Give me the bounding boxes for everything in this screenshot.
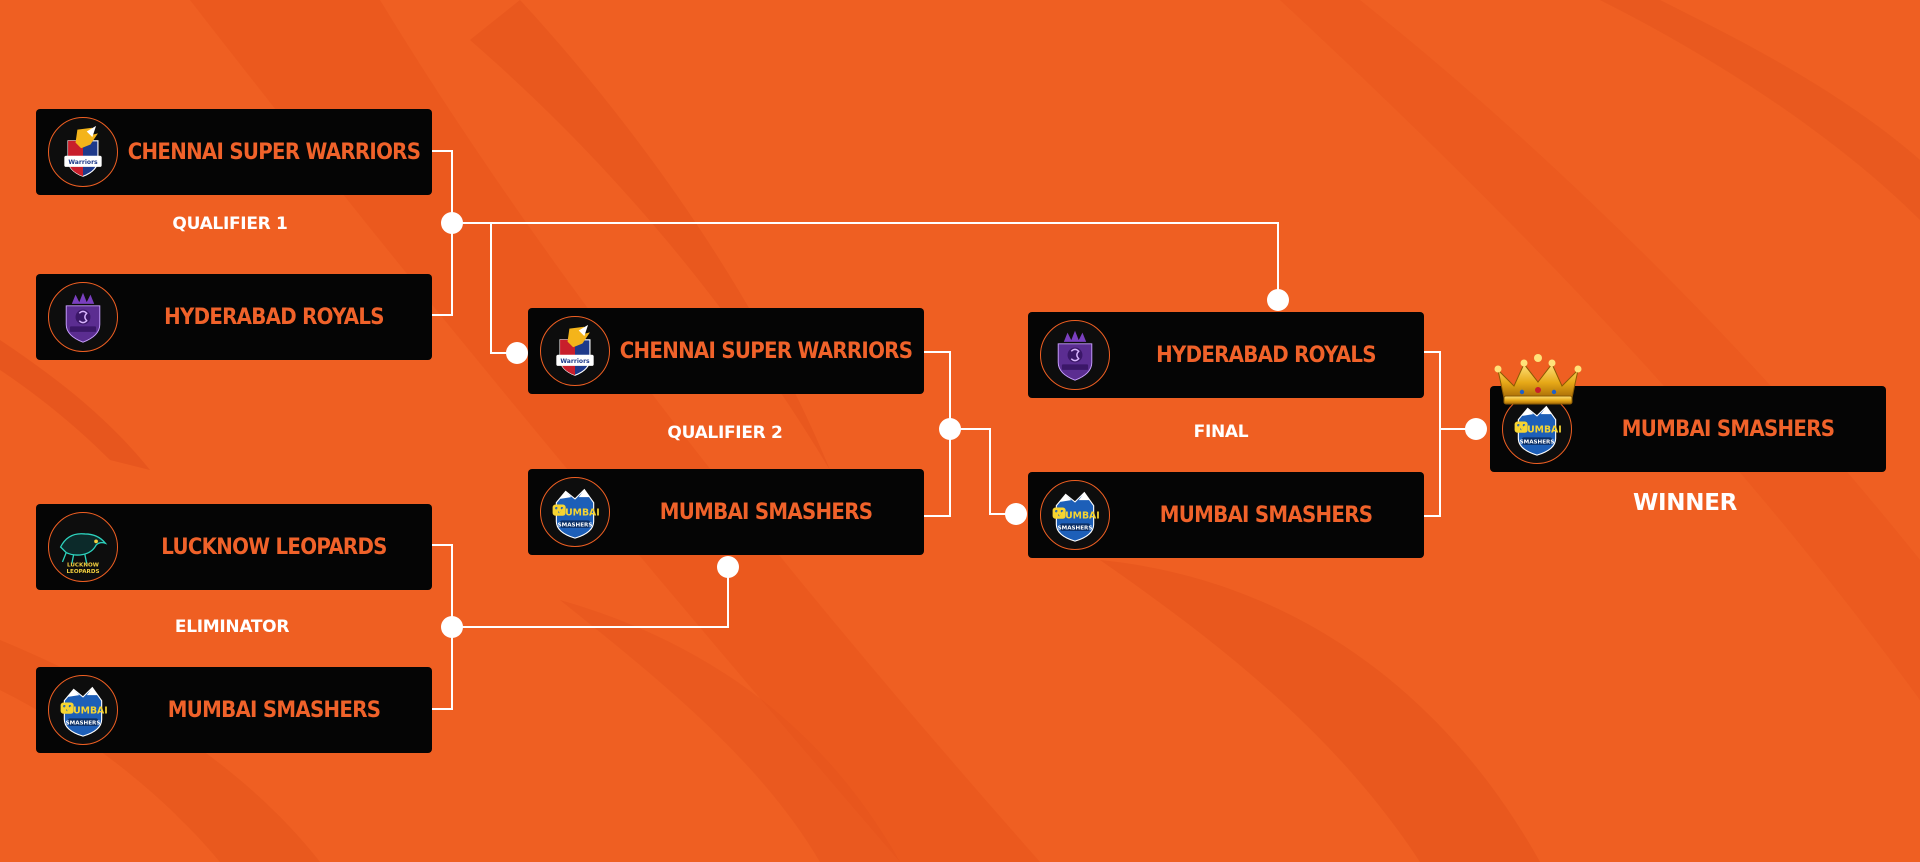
team-card-q1-hyderabad: HYDERABAD ROYALS — [36, 274, 432, 360]
chennai-super-warriors-logo — [540, 316, 610, 386]
team-card-elim-lucknow: LUCKNOW LEOPARDS — [36, 504, 432, 590]
team-card-q2-chennai: CHENNAI SUPER WARRIORS — [528, 308, 924, 394]
round-label-qualifier-1: QUALIFIER 1 — [172, 214, 288, 234]
chennai-super-warriors-logo — [48, 117, 118, 187]
lucknow-leopards-logo — [48, 512, 118, 582]
team-card-elim-mumbai: MUMBAI SMASHERS — [36, 667, 432, 753]
team-card-final-mumbai: MUMBAI SMASHERS — [1028, 472, 1424, 558]
mumbai-smashers-logo — [540, 477, 610, 547]
team-name: CHENNAI SUPER WARRIORS — [127, 139, 421, 165]
final-entry-node-top — [1267, 289, 1289, 311]
q2-node — [939, 418, 961, 440]
q2-entry-node-bottom — [717, 556, 739, 578]
team-name: MUMBAI SMASHERS — [167, 697, 381, 723]
mumbai-smashers-logo — [1502, 394, 1572, 464]
team-name: HYDERABAD ROYALS — [1156, 342, 1376, 368]
team-name: MUMBAI SMASHERS — [659, 499, 873, 525]
team-card-q1-chennai: CHENNAI SUPER WARRIORS — [36, 109, 432, 195]
round-label-qualifier-2: QUALIFIER 2 — [667, 423, 783, 443]
round-label-eliminator: ELIMINATOR — [174, 617, 290, 637]
crown-icon — [1494, 354, 1582, 405]
hyderabad-royals-logo — [1040, 320, 1110, 390]
final-node — [1465, 418, 1487, 440]
round-label-final: FINAL — [1193, 422, 1249, 442]
team-name: MUMBAI SMASHERS — [1159, 502, 1373, 528]
hyderabad-royals-logo — [48, 282, 118, 352]
connector-nodes — [441, 212, 1487, 638]
winner-label: WINNER — [1632, 490, 1738, 516]
team-card-q2-mumbai: MUMBAI SMASHERS — [528, 469, 924, 555]
team-name: MUMBAI SMASHERS — [1621, 416, 1835, 442]
q1-node — [441, 212, 463, 234]
final-entry-node-bottom — [1005, 503, 1027, 525]
q2-entry-node — [506, 342, 528, 364]
team-name: HYDERABAD ROYALS — [164, 304, 384, 330]
team-name: CHENNAI SUPER WARRIORS — [619, 338, 913, 364]
team-card-final-hyderabad: HYDERABAD ROYALS — [1028, 312, 1424, 398]
mumbai-smashers-logo — [1040, 480, 1110, 550]
elim-node — [441, 616, 463, 638]
mumbai-smashers-logo — [48, 675, 118, 745]
team-name: LUCKNOW LEOPARDS — [161, 534, 387, 560]
